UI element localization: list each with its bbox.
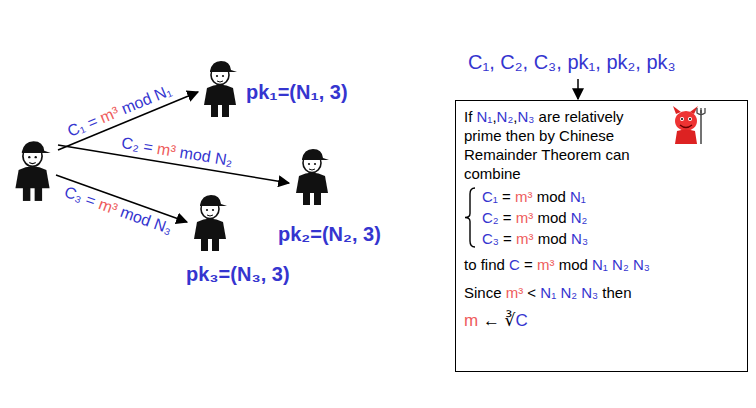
text-run: ← ∛ <box>478 311 515 330</box>
equation: C₂ = m³ mod N₂ <box>482 208 587 227</box>
text-run: pk₂ <box>606 51 635 73</box>
text-run: m³ <box>516 209 534 226</box>
text-run: , 3) <box>261 263 290 285</box>
text-run: N₃ <box>633 256 650 273</box>
public-key-label: pk₁=(N₁, 3) <box>246 80 348 104</box>
arrow-label: C₃ = m³ mod N₃ <box>62 183 174 238</box>
text-run: =( <box>310 223 328 245</box>
text-run <box>556 284 560 301</box>
text-run: mod <box>534 230 572 247</box>
text-run: then <box>598 284 631 301</box>
text-run: mod <box>533 188 571 205</box>
text-run: m <box>464 311 478 330</box>
text-run: , <box>489 51 500 73</box>
text-run: N₃ <box>571 230 588 247</box>
text-run: C₁ <box>468 51 489 73</box>
text-run: , <box>595 51 606 73</box>
down-arrow <box>577 79 579 99</box>
text-run: N₁ <box>592 256 608 273</box>
attacker-box: If N₁,N₂,N₃ are relatively prime then by… <box>455 100 748 372</box>
public-key-label: pk₃=(N₃, 3) <box>186 262 290 286</box>
text-run: N₁ <box>477 108 493 125</box>
brace <box>465 188 475 247</box>
text-run: , 3) <box>319 81 348 103</box>
text-run: C₂ <box>482 209 499 226</box>
receiver-figure <box>296 149 329 205</box>
intercepted-data: C₁, C₂, C₃, pk₁, pk₂, pk₃ <box>468 50 676 74</box>
text-run: m³ <box>506 284 524 301</box>
text-run: N₂ <box>560 284 577 301</box>
equation: C₃ = m³ mod N₃ <box>482 229 588 248</box>
text-run: N₂ <box>213 150 233 170</box>
text-run: mod <box>114 89 157 120</box>
text-run <box>608 256 612 273</box>
text-run: < <box>523 284 540 301</box>
text-run: Since <box>464 284 506 301</box>
text-run: = <box>499 209 516 226</box>
equation: C₁ = m³ mod N₁ <box>482 187 586 206</box>
text-run: C <box>509 256 520 273</box>
text-run: m³ <box>516 230 534 247</box>
text-run: N₂ <box>497 108 514 125</box>
result-text: to find C = m³ mod N₁ N₂ N₃ <box>464 255 650 274</box>
text-run: C <box>515 311 527 330</box>
text-run: N₃ <box>517 108 534 125</box>
text-run: = <box>498 188 515 205</box>
text-run: C₂ <box>120 134 140 154</box>
arrow-label: C₁ = m³ mod N₁ <box>65 82 174 141</box>
text-run: mod <box>554 256 592 273</box>
text-run: =( <box>219 263 237 285</box>
text-run: pk₁ <box>246 81 278 103</box>
text-run: to find <box>464 256 509 273</box>
text-run <box>577 284 581 301</box>
condition-text: If N₁,N₂,N₃ are relatively prime then by… <box>464 107 659 183</box>
text-run: , <box>513 108 517 125</box>
text-run: pk₃ <box>186 263 219 285</box>
sender-figure <box>15 141 50 201</box>
text-run: , 3) <box>352 223 381 245</box>
text-run: If <box>464 108 477 125</box>
text-run: =( <box>278 81 296 103</box>
text-run: = <box>520 256 537 273</box>
text-run: N₁ <box>570 188 586 205</box>
text-run: mod <box>114 201 157 231</box>
public-key-label: pk₂=(N₂, 3) <box>278 222 381 246</box>
text-run: N₃ <box>237 263 261 285</box>
text-run: N₂ <box>329 223 352 245</box>
text-run: m³ <box>537 256 555 273</box>
text-run: = <box>499 230 516 247</box>
receiver-figure <box>204 61 237 117</box>
text-run <box>629 256 633 273</box>
text-run: N₂ <box>612 256 629 273</box>
text-run: m³ <box>155 140 176 160</box>
text-run: N₃ <box>152 215 175 237</box>
devil-icon <box>673 106 705 144</box>
result-text: m ← ∛C <box>464 310 528 332</box>
text-run: N₃ <box>581 284 598 301</box>
text-run: mod <box>533 209 571 226</box>
text-run: C₁ <box>482 188 498 205</box>
text-run: N₁ <box>540 284 556 301</box>
text-run: pk₂ <box>278 223 310 245</box>
text-run: pk₃ <box>646 51 675 73</box>
text-run: mod <box>174 143 216 166</box>
text-run: C₃ <box>482 230 499 247</box>
result-text: Since m³ < N₁ N₂ N₃ then <box>464 283 632 302</box>
text-run: pk₁ <box>567 51 595 73</box>
text-run: , <box>556 51 567 73</box>
text-run: C₂ <box>500 51 522 73</box>
text-run: , <box>492 108 496 125</box>
text-run: , <box>635 51 646 73</box>
text-run: = <box>137 137 158 157</box>
text-run: m³ <box>515 188 533 205</box>
text-run: N₂ <box>571 209 588 226</box>
text-run: , <box>523 51 534 73</box>
receiver-figure <box>194 195 227 251</box>
text-run: N₁ <box>296 81 319 103</box>
text-run: C₃ <box>534 51 557 73</box>
